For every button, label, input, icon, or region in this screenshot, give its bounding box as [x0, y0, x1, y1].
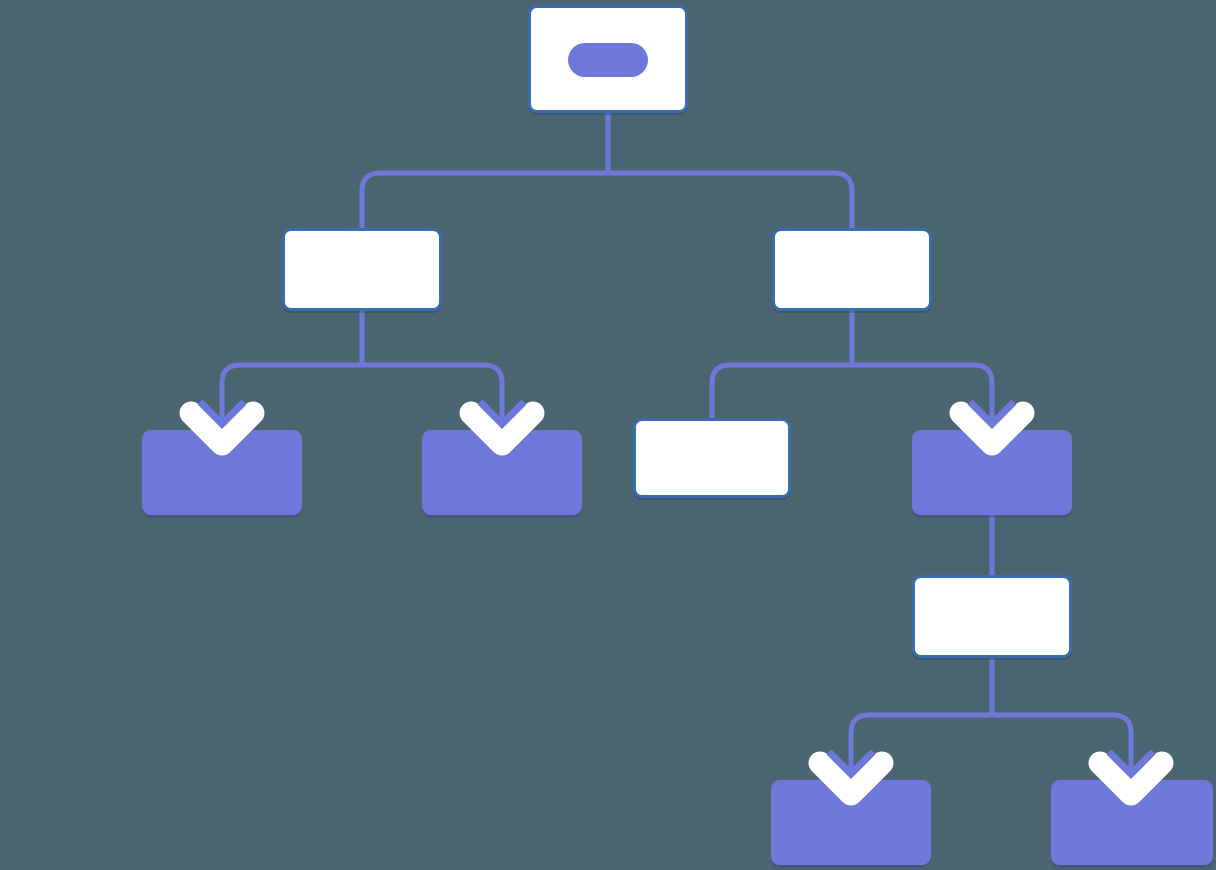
- node-root-label-pill: [568, 43, 648, 77]
- node-root[interactable]: [528, 5, 688, 113]
- node-branch-sub[interactable]: [912, 430, 1072, 515]
- node-leaf-4[interactable]: [771, 780, 931, 865]
- node-branch-sub-2[interactable]: [912, 575, 1072, 658]
- node-branch-left[interactable]: [282, 228, 442, 311]
- node-leaf-5[interactable]: [1051, 780, 1213, 865]
- node-leaf-1[interactable]: [142, 430, 302, 515]
- node-leaf-2[interactable]: [422, 430, 582, 515]
- node-branch-right[interactable]: [772, 228, 932, 311]
- node-leaf-3[interactable]: [633, 418, 791, 498]
